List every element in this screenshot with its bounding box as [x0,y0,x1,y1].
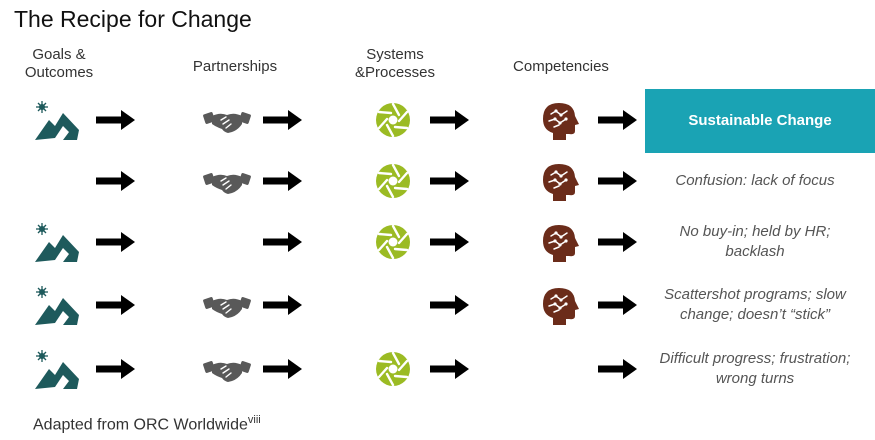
outcome-text: No buy-in; held by HR; backlash [679,223,831,260]
right-arrow-icon [96,294,136,316]
header-systems: Systems &Processes [354,46,436,81]
right-arrow-icon [263,109,303,131]
outcome-text: Difficult progress; frustration; wrong t… [659,350,851,387]
right-arrow-icon [96,231,136,253]
aperture-icon [368,159,418,203]
mountain-sun-icon [33,283,83,327]
mountain-sun-icon [33,220,83,264]
handshake-icon [202,98,252,142]
right-arrow-icon [430,170,470,192]
right-arrow-icon [263,358,303,380]
page-title: The Recipe for Change [14,6,252,32]
head-brain-icon [534,220,584,264]
header-goals: Goals & Outcomes [24,46,94,81]
head-brain-icon [534,98,584,142]
source-superscript: viii [247,414,261,426]
aperture-icon [368,220,418,264]
right-arrow-icon [96,109,136,131]
right-arrow-icon [430,231,470,253]
source-note: Adapted from ORC Worldwideviii [33,414,261,434]
outcome-success-box: Sustainable Change [645,89,875,153]
head-brain-icon [534,159,584,203]
right-arrow-icon [263,231,303,253]
handshake-icon [202,283,252,327]
aperture-icon [368,98,418,142]
right-arrow-icon [598,170,638,192]
handshake-icon [202,159,252,203]
outcome-text: Confusion: lack of focus [675,172,835,189]
right-arrow-icon [598,231,638,253]
handshake-icon [202,347,252,391]
right-arrow-icon [598,109,638,131]
header-competencies: Competencies [513,58,609,75]
header-partnerships: Partnerships [192,58,278,75]
right-arrow-icon [430,294,470,316]
source-text: Adapted from ORC Worldwide [33,416,248,434]
right-arrow-icon [598,358,638,380]
right-arrow-icon [96,358,136,380]
right-arrow-icon [430,358,470,380]
right-arrow-icon [263,170,303,192]
right-arrow-icon [96,170,136,192]
mountain-sun-icon [33,98,83,142]
outcome-text: Scattershot programs; slow change; doesn… [664,286,846,323]
mountain-sun-icon [33,347,83,391]
right-arrow-icon [430,109,470,131]
right-arrow-icon [598,294,638,316]
right-arrow-icon [263,294,303,316]
aperture-icon [368,347,418,391]
head-brain-icon [534,283,584,327]
